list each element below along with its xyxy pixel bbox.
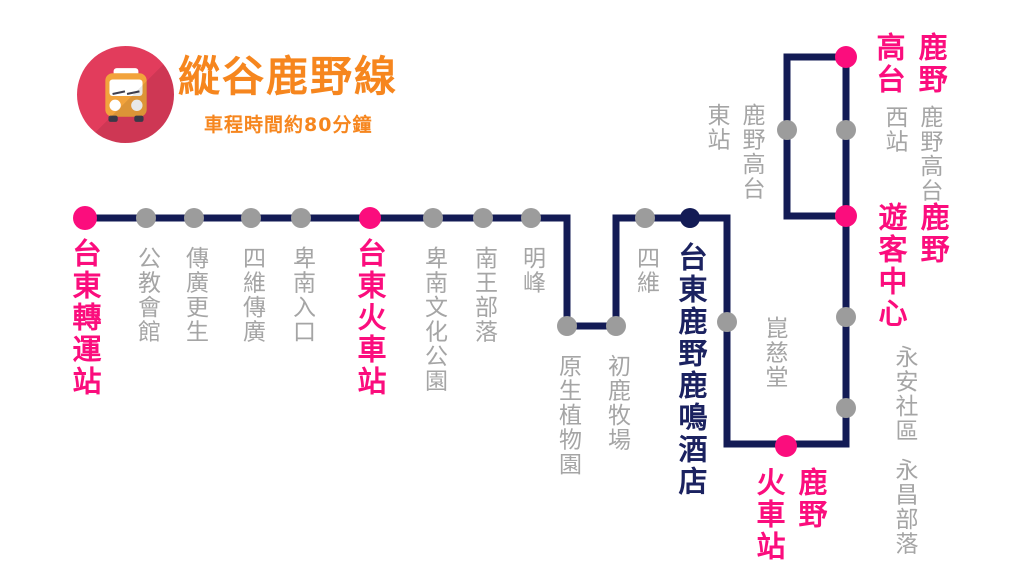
station-dot (606, 316, 626, 336)
station-dot (291, 208, 311, 228)
station-dot (136, 208, 156, 228)
station-dot (680, 208, 700, 228)
station-dot (835, 205, 857, 227)
station-dot (635, 208, 655, 228)
station-dot (775, 435, 797, 457)
route-line (85, 53, 850, 448)
route-title: 縱谷鹿野線 (178, 52, 399, 101)
station-dot (835, 46, 857, 68)
station-dot (836, 398, 856, 418)
station-dot (184, 208, 204, 228)
station-dot (473, 208, 493, 228)
station-dot (521, 208, 541, 228)
station-dot (836, 120, 856, 140)
route-subtitle: 車程時間約80分鐘 (204, 114, 373, 136)
station-dot (359, 207, 381, 229)
station-dot (777, 120, 797, 140)
station-dot (241, 208, 261, 228)
station-dot (73, 206, 97, 230)
route-logo (77, 46, 174, 143)
station-dot (557, 316, 577, 336)
station-dot (717, 312, 737, 332)
station-dots (73, 46, 857, 457)
station-dot (423, 208, 443, 228)
station-dot (836, 307, 856, 327)
